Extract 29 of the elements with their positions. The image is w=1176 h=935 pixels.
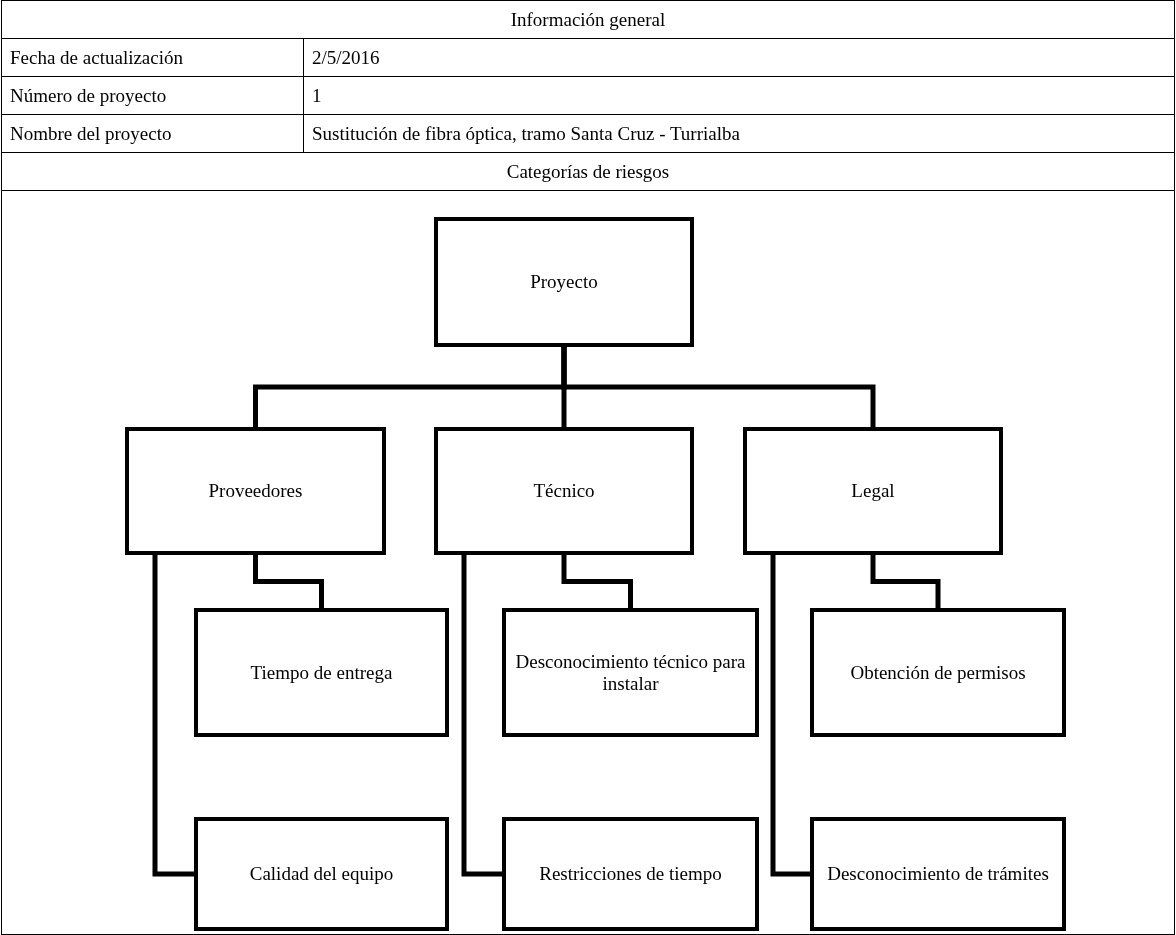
category-box — [434, 217, 694, 347]
connector-line — [253, 555, 324, 608]
box-text: Legal — [851, 480, 895, 502]
connector-line — [152, 555, 194, 877]
table-header: Información general — [1, 0, 1175, 39]
box-text: Proveedores — [208, 480, 303, 502]
category-box — [194, 817, 449, 931]
table-header: Categorías de riesgos — [1, 152, 1175, 191]
connector-line — [561, 555, 633, 608]
category-box — [125, 427, 386, 555]
box-text: Calidad del equipo — [249, 863, 394, 885]
category-box — [810, 817, 1066, 931]
category-box — [502, 817, 759, 931]
box-text: Técnico — [533, 480, 595, 502]
box-text: Restricciones de tiempo — [539, 863, 722, 885]
category-box — [502, 608, 759, 737]
connector-line — [870, 555, 941, 608]
category-box — [810, 608, 1066, 737]
box-text: Tiempo de entrega — [250, 661, 393, 684]
box-text: Desconocimiento de trámites — [827, 863, 1049, 885]
box-text: Obtención de permisos — [850, 661, 1026, 684]
box-text: Desconocimiento técnico para instalar — [514, 650, 747, 695]
connector-line — [561, 347, 876, 427]
category-box — [194, 608, 449, 737]
connector-line — [461, 555, 502, 877]
box-text: Proyecto — [530, 271, 598, 293]
connector-line — [770, 555, 810, 877]
category-box — [743, 427, 1003, 555]
category-box — [434, 427, 694, 555]
